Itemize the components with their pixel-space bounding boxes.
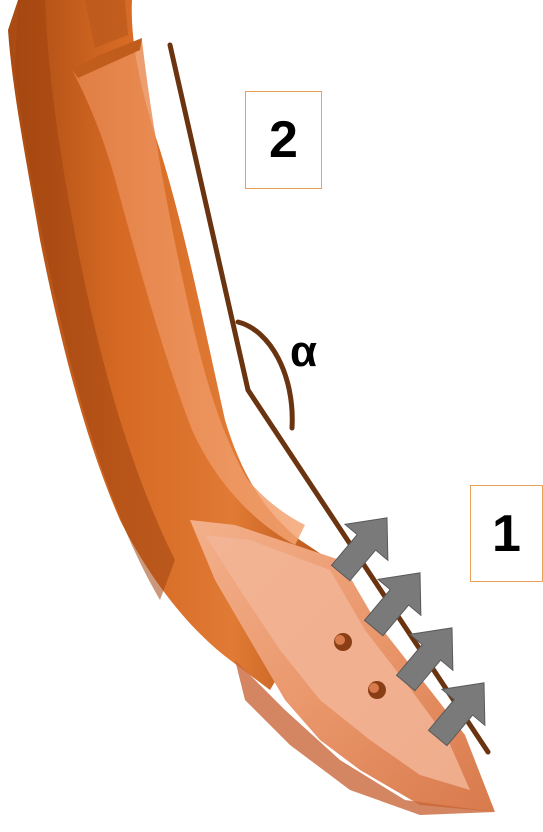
label-2-text: 2 <box>269 110 298 170</box>
angle-label: α <box>290 330 317 374</box>
label-2: 2 <box>245 91 322 189</box>
label-1: 1 <box>470 485 543 582</box>
bolt-icon <box>335 635 345 645</box>
bolt-icon <box>369 683 379 693</box>
label-1-text: 1 <box>492 504 521 564</box>
